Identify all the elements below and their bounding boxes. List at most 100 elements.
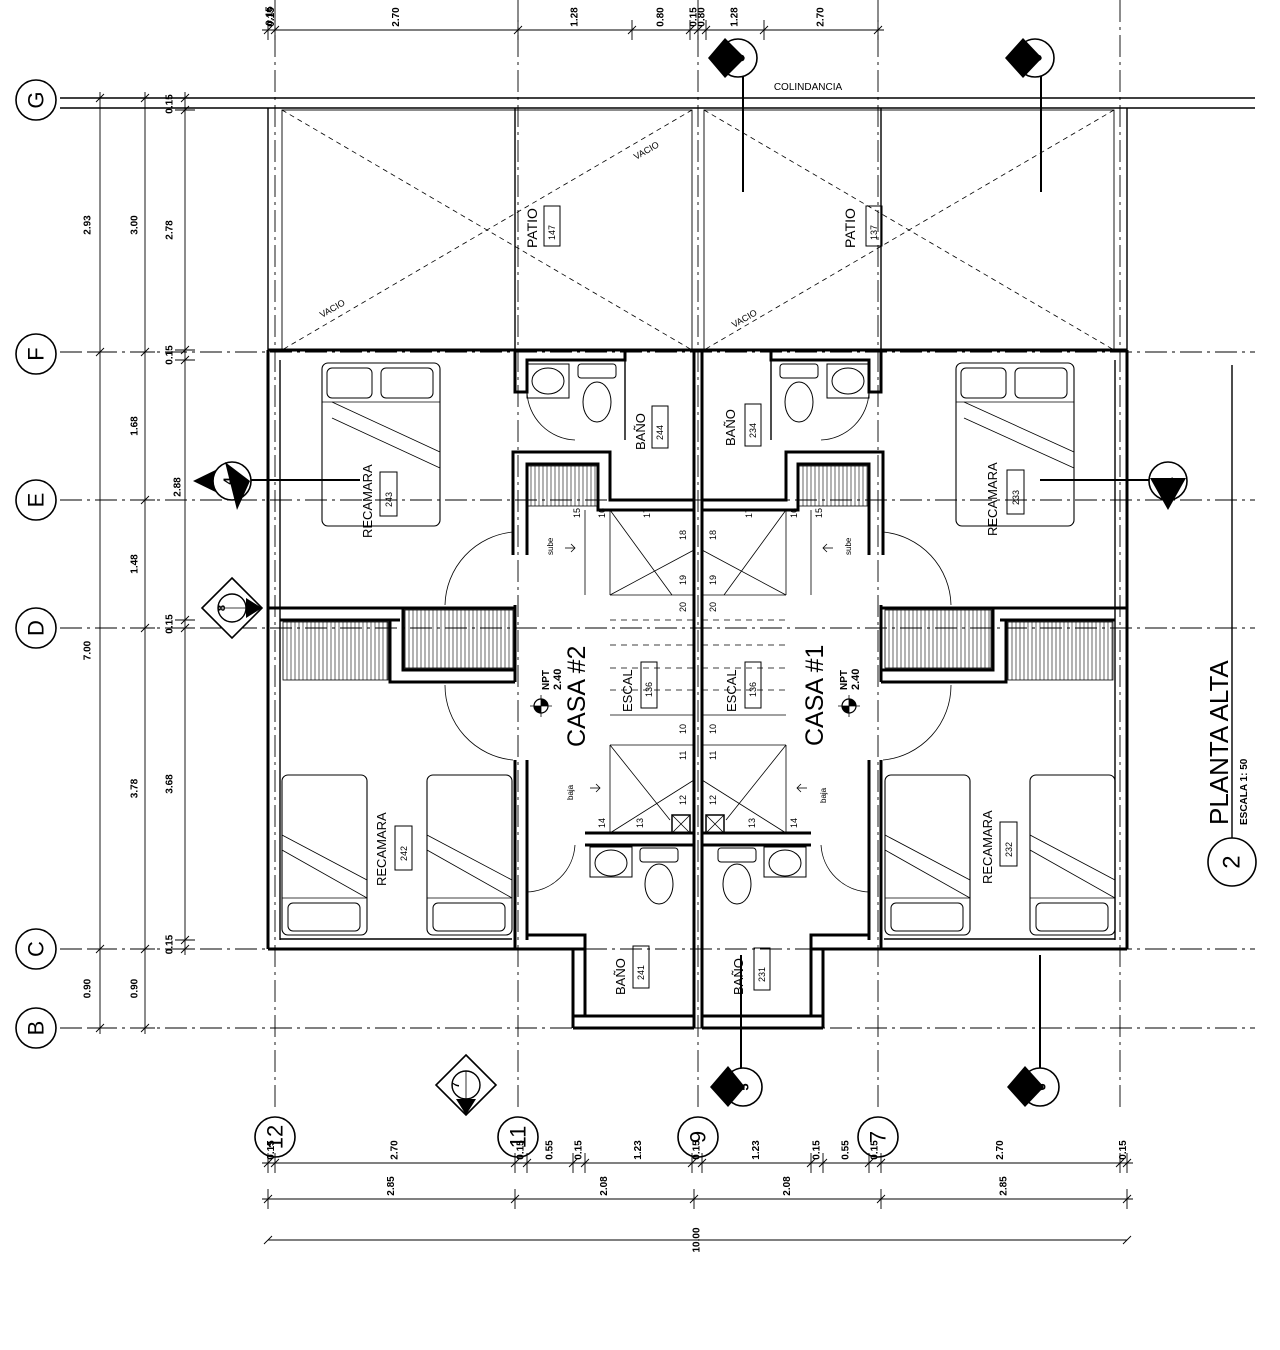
drawing-title-block: 2 PLANTA ALTA ESCALA 1: 50 <box>1204 365 1257 887</box>
dim-top-value: 2.70 <box>816 7 827 27</box>
dim-bottom-1-value: 0.15 <box>516 1140 527 1160</box>
level-value-left: 2.40 <box>552 669 564 690</box>
room-label-recamara-232: RECAMARA 232 <box>980 810 1018 884</box>
dim-left-mid-value: 0.90 <box>130 978 141 998</box>
step-11-right: 11 <box>708 751 718 760</box>
dim-left-mid-value: 1.48 <box>130 554 141 574</box>
svg-text:234: 234 <box>748 423 758 438</box>
section-6-bottom-icon: 6 <box>1007 1066 1060 1107</box>
drawing-title: PLANTA ALTA <box>1204 660 1234 825</box>
dim-bottom-1-value: 0.55 <box>841 1140 852 1160</box>
void-label-3: VACIO <box>730 307 759 329</box>
grid-label-12: 12 <box>263 1125 288 1149</box>
svg-text:BAÑO: BAÑO <box>723 409 738 446</box>
stair-up-arrow-right-icon <box>822 543 833 553</box>
level-marker-right-icon <box>838 695 860 717</box>
svg-text:232: 232 <box>1004 842 1014 857</box>
stair-down-arrow-left-icon <box>590 783 601 793</box>
dim-bottom-2-value: 2.08 <box>599 1176 610 1196</box>
dim-top-value: 0.15 <box>689 7 700 27</box>
room-label-patio-147: PATIO 147 <box>524 205 561 248</box>
grid-lines <box>60 0 1255 1110</box>
elevation-8-icon: 8 <box>200 576 264 640</box>
grid-bubble-e: E <box>15 479 57 521</box>
grid-row-bubbles: G F E D C B <box>15 79 57 1049</box>
svg-text:6: 6 <box>1030 54 1045 61</box>
dim-bottom-1-value: 0.15 <box>574 1140 585 1160</box>
dim-top-value: 0.15 <box>266 7 277 27</box>
grid-label-11: 11 <box>506 1126 531 1149</box>
svg-text:5: 5 <box>737 1083 752 1090</box>
grid-label-d: D <box>24 620 49 636</box>
stair-down-label-left: baja <box>566 784 575 800</box>
grid-bubble-11: 11 <box>497 1116 539 1158</box>
svg-text:136: 136 <box>644 682 654 697</box>
step-17-right: 17 <box>744 508 754 518</box>
dim-left-inner-value: 2.78 <box>165 220 176 240</box>
patio-voids: VACIO VACIO VACIO <box>267 108 1128 351</box>
svg-text:241: 241 <box>636 965 646 980</box>
svg-text:PATIO: PATIO <box>842 208 858 248</box>
svg-text:4: 4 <box>221 477 236 485</box>
svg-text:6: 6 <box>1034 1083 1049 1090</box>
dim-bottom-1-value: 0.15 <box>812 1140 823 1160</box>
step-15-right: 15 <box>814 508 824 518</box>
walls <box>266 348 1129 1030</box>
house-label-casa-2: CASA #2 <box>563 646 591 747</box>
svg-text:RECAMARA: RECAMARA <box>360 464 375 538</box>
boundary-line: COLINDANCIA <box>60 82 1255 109</box>
room-label-bano-241: BAÑO 241 <box>613 945 650 995</box>
room-label-bano-231: BAÑO 231 <box>731 947 771 995</box>
svg-text:BAÑO: BAÑO <box>633 413 648 450</box>
level-value-right: 2.40 <box>850 669 862 690</box>
stair-down-arrow-right-icon <box>796 783 807 793</box>
dim-bottom-2-value: 2.85 <box>999 1176 1010 1196</box>
grid-label-e: E <box>24 493 49 508</box>
step-20-right: 20 <box>708 602 718 612</box>
step-19-right: 19 <box>708 575 718 585</box>
room-label-bano-234: BAÑO 234 <box>723 403 762 447</box>
beds <box>281 362 1116 936</box>
level-npt-right: NPT <box>839 670 850 690</box>
step-18-right: 18 <box>708 530 718 540</box>
svg-text:242: 242 <box>399 846 409 861</box>
level-marker-left-icon <box>530 695 552 717</box>
svg-text:PATIO: PATIO <box>524 208 540 248</box>
stair-up-label-right: sube <box>844 537 853 555</box>
room-label-escal-136-right: ESCAL 136 <box>724 661 762 712</box>
elevation-7-icon: 7 <box>434 1053 498 1117</box>
stair-up-label-left: sube <box>546 537 555 555</box>
svg-text:BAÑO: BAÑO <box>613 958 628 995</box>
closet-hatches <box>282 465 1114 681</box>
step-18-left: 18 <box>678 530 688 540</box>
step-16-left: 16 <box>597 508 607 518</box>
grid-label-9: 9 <box>686 1131 711 1143</box>
void-label-1: VACIO <box>318 297 347 319</box>
svg-text:BAÑO: BAÑO <box>731 958 746 995</box>
svg-text:137: 137 <box>869 225 879 240</box>
step-10-right: 10 <box>708 724 718 734</box>
stair-step-numbers: 15 16 17 18 19 20 10 11 12 13 14 15 16 1… <box>572 508 824 828</box>
dim-top-value: 0.80 <box>656 7 667 27</box>
step-14-right: 14 <box>789 818 799 828</box>
dim-bottom-1-value: 2.70 <box>995 1140 1006 1160</box>
section-5-top-icon: 5 <box>708 38 758 78</box>
dim-bottom-1-value: 0.55 <box>545 1140 556 1160</box>
dim-left-inner-value: 3.68 <box>165 774 176 794</box>
svg-text:233: 233 <box>1011 490 1021 505</box>
boundary-label: COLINDANCIA <box>774 82 843 93</box>
grid-label-b: B <box>24 1021 49 1036</box>
dim-left-outer-value: 0.90 <box>83 978 94 998</box>
room-label-recamara-233: RECAMARA 233 <box>985 462 1025 536</box>
svg-text:147: 147 <box>547 225 557 240</box>
svg-text:RECAMARA: RECAMARA <box>980 810 995 884</box>
dim-left-mid-value: 3.78 <box>130 778 141 798</box>
stair-down-label-right: baja <box>819 787 828 803</box>
dim-left-inner-value: 0.15 <box>165 934 176 954</box>
section-4-left-icon: 4 <box>193 461 252 510</box>
bath-fixtures <box>526 363 870 905</box>
dim-total-tick <box>1122 1235 1132 1245</box>
section-6-top-icon: 6 <box>1005 38 1055 78</box>
